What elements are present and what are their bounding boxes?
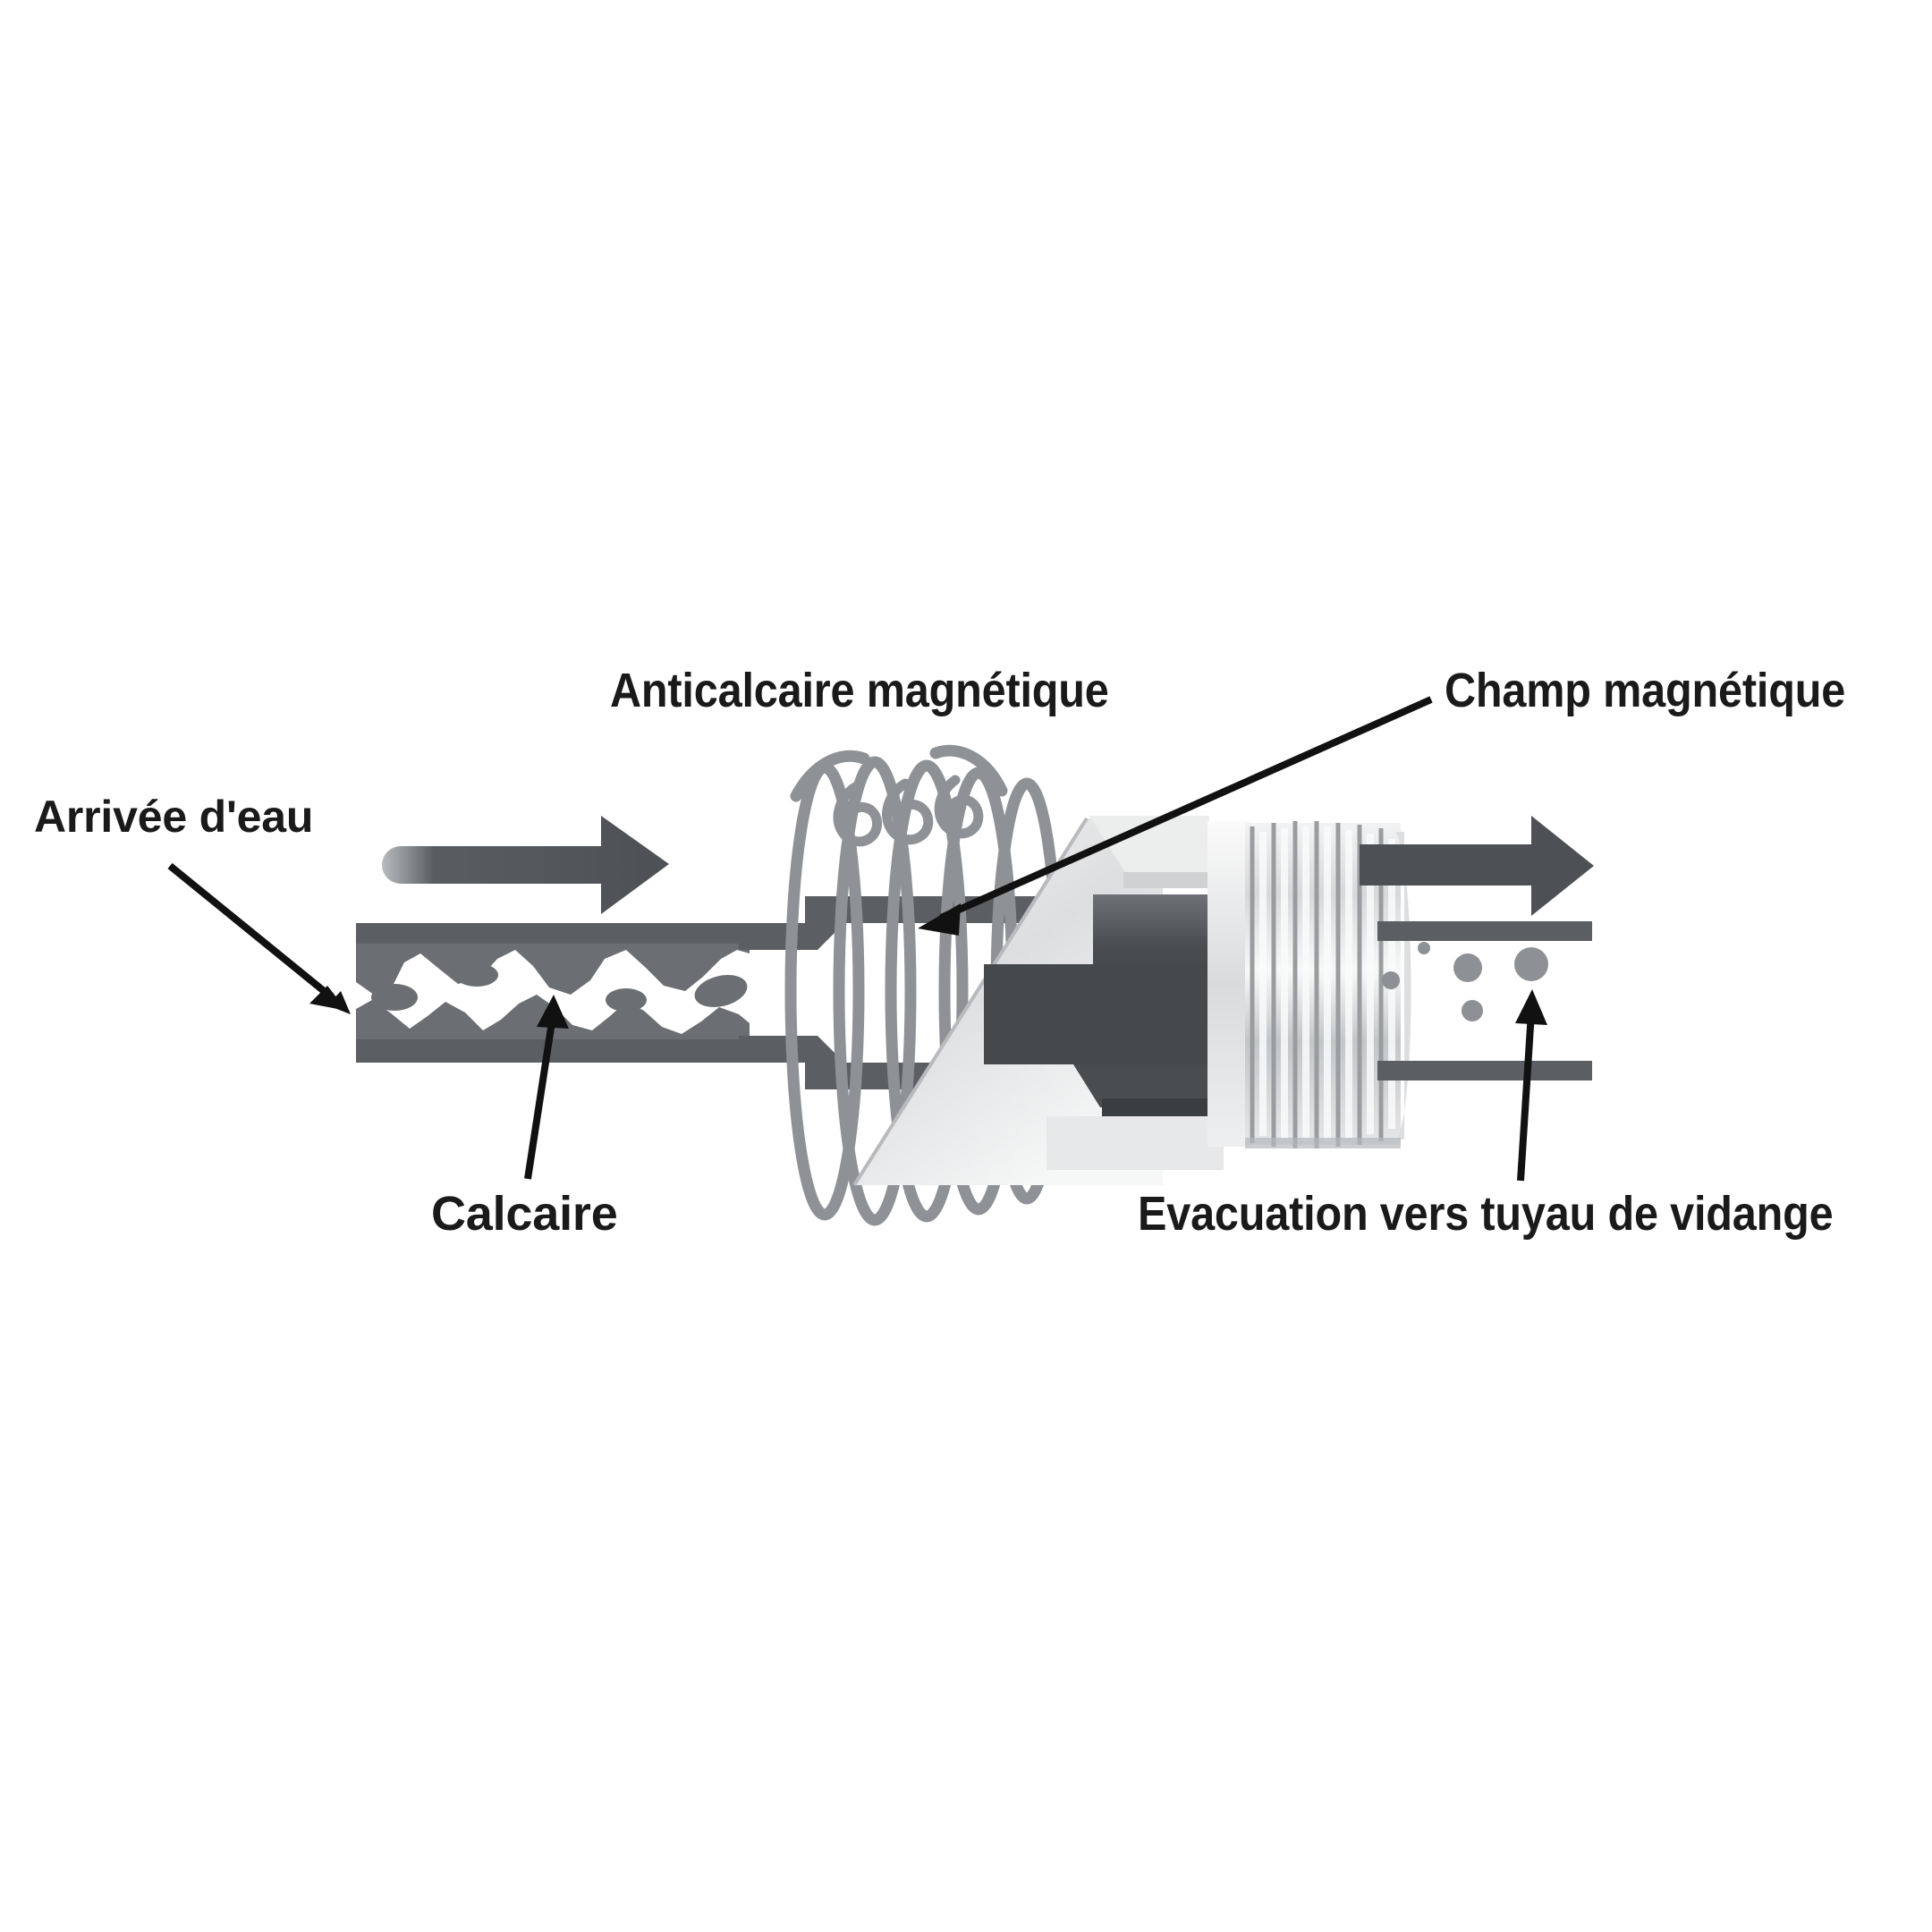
mineral-particle (1453, 953, 1482, 982)
mineral-particle (1514, 947, 1548, 981)
inlet-pipe-bottom-wall (356, 1036, 750, 1063)
dissolved-mineral-particles-icon (1382, 942, 1548, 1021)
label-champ-magnetique: Champ magnétique (1445, 664, 1846, 717)
limescale-deposit-top (356, 944, 750, 995)
coil-turn (833, 756, 917, 1226)
fitting-shoulder (1208, 821, 1250, 1147)
leader-line (1517, 1012, 1535, 1182)
outlet-pipe-group (1377, 921, 1592, 1080)
cutaway-wedge-edge (852, 817, 1089, 1187)
threaded-metal-fitting-icon (852, 816, 1411, 1187)
fitting-top-shelf (1089, 816, 1209, 878)
fitting-bottom-shelf (1046, 1116, 1224, 1170)
right-arrow-icon (1360, 816, 1594, 916)
leader-line (939, 696, 1433, 921)
limescale-leader (524, 995, 569, 1180)
arrow-up-icon (537, 995, 569, 1029)
mineral-particle (1462, 1000, 1483, 1021)
drain-leader (1515, 989, 1547, 1182)
coil-hump (790, 750, 870, 802)
limescale-chunk (694, 974, 748, 1008)
fitting-top-rim (1123, 872, 1222, 888)
label-anticalcaire-magnetique: Anticalcaire magnétique (610, 664, 1109, 717)
label-evacuation-vers-tuyau-de-vidange: Evacuation vers tuyau de vidange (1138, 1187, 1834, 1241)
mineral-particle (1382, 971, 1400, 989)
mineral-particle (1418, 942, 1430, 954)
limescale-chunk (455, 963, 498, 987)
coil-crossover (934, 775, 984, 839)
fitting-dark-body-step (1073, 1064, 1222, 1107)
outlet-pipe-bottom-wall (1377, 1061, 1592, 1080)
fitting-shadow (1245, 1138, 1401, 1148)
label-calcaire: Calcaire (431, 1187, 618, 1241)
outlet-flow-arrow (1360, 816, 1594, 916)
coil-turn (885, 759, 969, 1223)
coil-crossover (882, 778, 934, 845)
diagonal-arrow-down-left-icon (918, 903, 961, 936)
label-arrivee-d-eau: Arrivée d'eau (34, 792, 314, 842)
outlet-pipe-top-wall (1377, 921, 1592, 941)
right-arrow-icon (382, 816, 669, 914)
limescale-chunk (371, 984, 418, 1011)
leader-line (524, 1015, 556, 1180)
coil-crossover (833, 782, 882, 847)
inlet-flow-arrow (382, 816, 669, 914)
leader-line (167, 862, 335, 1002)
inlet-pipe-group (356, 923, 750, 1063)
field-leader (918, 696, 1433, 936)
fitting-dark-body-lower (984, 964, 1222, 1064)
arrow-up-icon (1515, 989, 1547, 1025)
arrow-tail-dot (327, 991, 351, 1014)
limescale-chunk (606, 988, 647, 1012)
inlet-leader (167, 862, 351, 1014)
coil-hump (929, 744, 1008, 797)
